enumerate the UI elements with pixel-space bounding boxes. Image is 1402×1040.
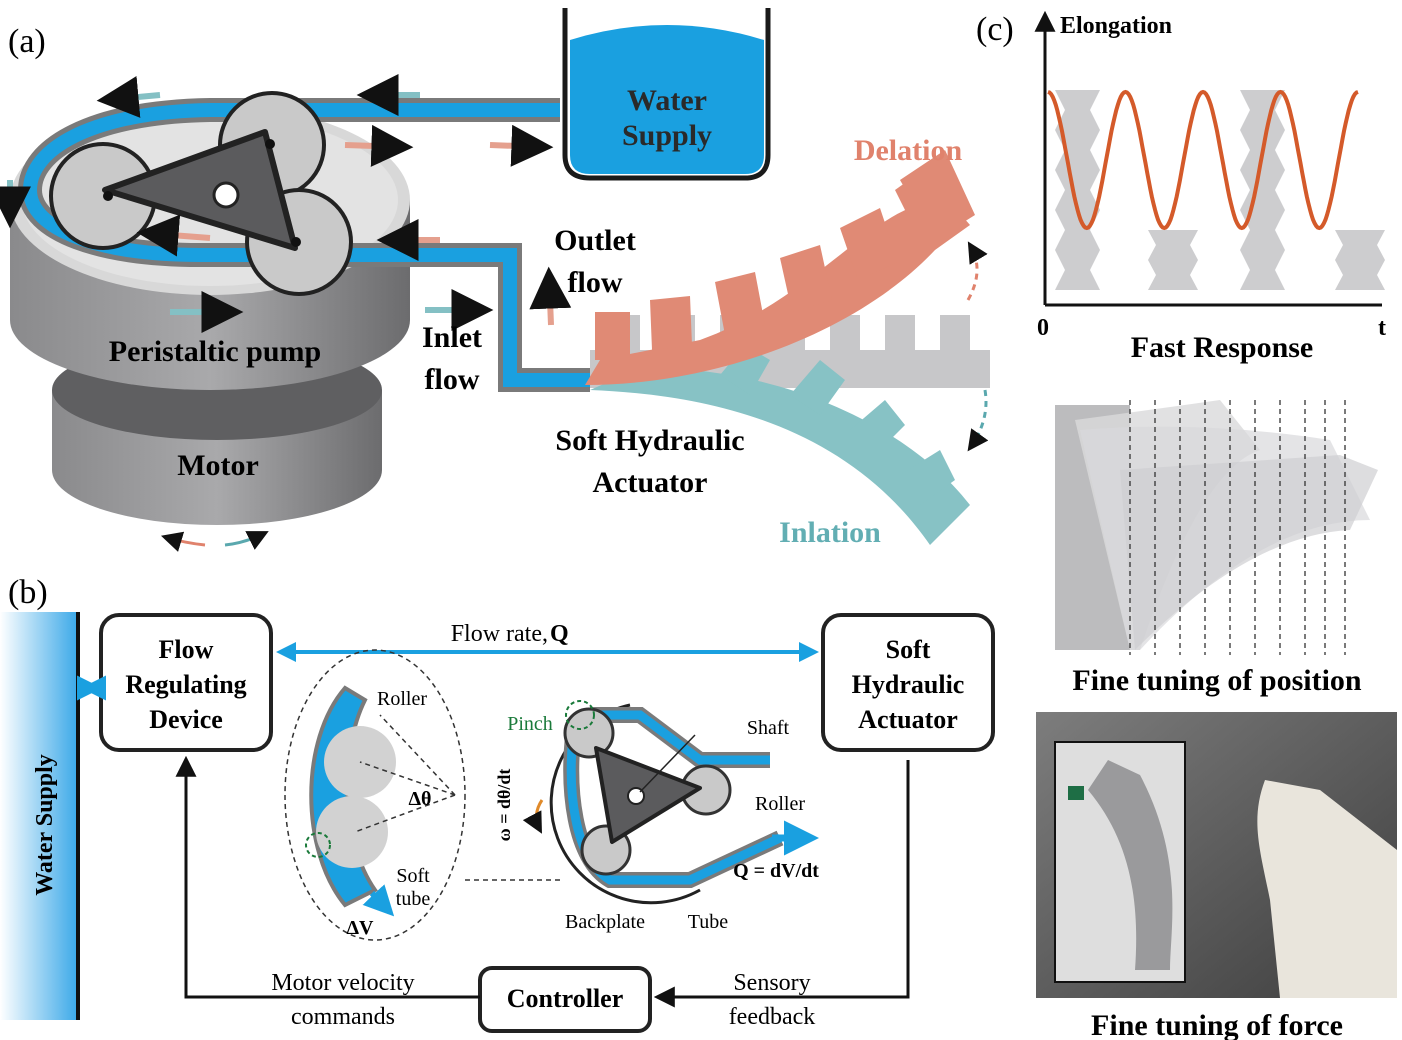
inlet-flow-label-1: Inlet [422,321,482,354]
flow-arrows [0,74,989,552]
actuator-label-1: Soft Hydraulic [555,424,744,457]
tube-label: Tube [688,911,729,933]
pump-rotor [49,91,353,296]
pump-schematic [465,700,819,905]
sensory-label-1: Sensory [733,970,810,996]
flow-device-label-3: Device [149,705,223,734]
fine-force-label: Fine tuning of force [1091,1009,1343,1040]
pinch-label: Pinch [507,713,553,735]
actuator-deflation [585,150,975,385]
shaft-label: Shaft [747,717,790,739]
panel-b-label: (b) [8,574,48,611]
motor-label: Motor [177,449,259,482]
panel-c-label: (c) [976,11,1014,48]
outlet-flow-label-2: flow [568,266,623,299]
command-arrow [175,755,480,999]
q-eq-label: Q = dV/dt [733,860,819,882]
bellows-states [1055,90,1385,290]
pinch-detail [284,649,466,941]
feedback-arrow [653,760,910,1008]
sensory-label-2: feedback [729,1004,816,1030]
outlet-flow-label-1: Outlet [554,224,636,257]
panel-c: (c) Elongation 0 t Fast Response [976,10,1397,1040]
water-supply-tank [562,8,771,181]
panel-b: (b) Water Supply Flow Regulating Device … [0,574,995,1033]
omega-label: ω = dθ/dt [494,769,514,842]
water-supply-label-2: Supply [622,119,712,152]
inlation-label: Inlation [779,516,881,549]
water-supply-bar [0,612,78,1020]
delation-label: Delation [854,134,963,167]
soft-tube-label-2: tube [396,888,431,910]
force-photo [1036,712,1397,998]
flow-device-label-2: Regulating [125,670,246,699]
flow-device-label-1: Flow [159,635,214,664]
fast-response-label: Fast Response [1131,331,1314,364]
backplate-label: Backplate [565,911,645,933]
fine-position-label: Fine tuning of position [1072,664,1362,697]
panel-a-label: (a) [8,23,46,60]
delta-v-label: ΔV [347,917,375,939]
response-curve [1047,89,1359,231]
controller-label: Controller [507,984,624,1013]
flow-rate-symbol: Q [550,621,569,647]
motor-cmd-label-1: Motor velocity [271,970,414,996]
roller-right-label: Roller [755,793,805,815]
actuator-box-label-2: Hydraulic [852,670,965,699]
y-axis-label: Elongation [1060,13,1172,39]
actuator-box-label-3: Actuator [858,705,958,734]
roller-left-label: Roller [377,688,427,710]
motor-cmd-label-2: commands [291,1004,395,1030]
water-supply-label: Water Supply [32,754,58,896]
water-supply-label-1: Water [627,84,707,117]
delta-theta-label: Δθ [409,788,432,810]
soft-tube-label-1: Soft [396,865,430,887]
flow-rate-label: Flow rate, [451,621,548,647]
controller-box [478,966,652,1033]
inlet-flow-label-2: flow [425,363,480,396]
pump-label: Peristaltic pump [109,335,321,368]
x-origin-label: 0 [1037,315,1049,341]
actuator-inflation [590,345,970,545]
position-stack [1055,400,1378,655]
x-axis-label: t [1378,315,1386,341]
panel-a: (a) Water Supply Delation Outlet flow In… [0,8,990,552]
actuator-box-label-1: Soft [886,635,931,664]
actuator-box [821,613,995,752]
actuator-label-2: Actuator [593,466,708,499]
